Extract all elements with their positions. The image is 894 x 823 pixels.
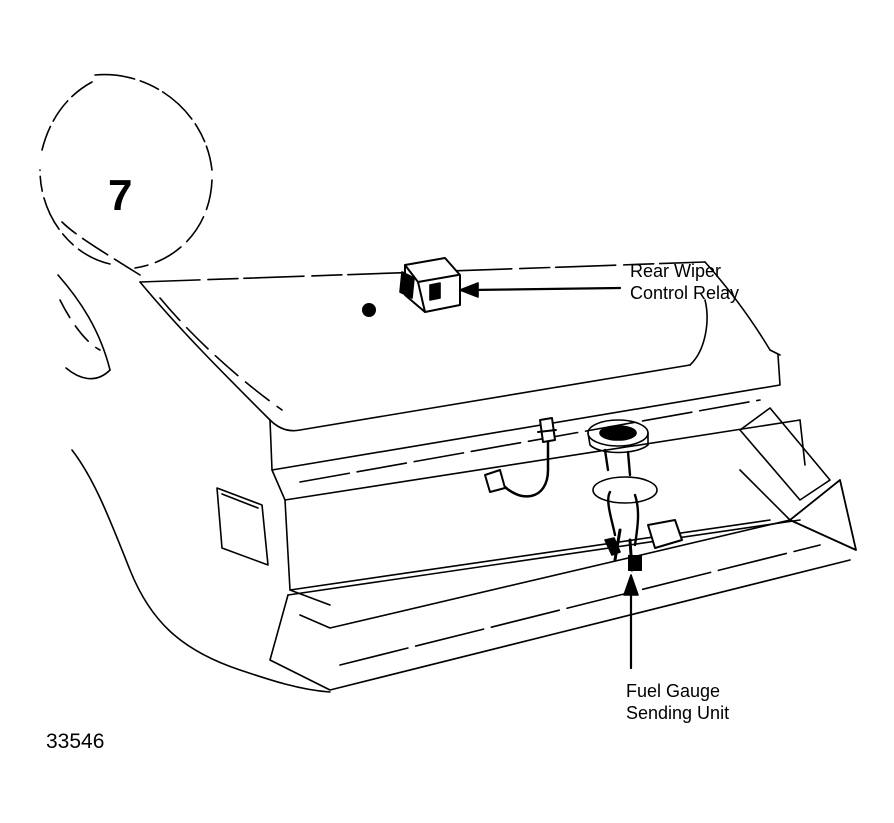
tail-panel [269,349,806,606]
fuel-callout-line1: Fuel Gauge [626,681,721,701]
side-marker-lamp [216,487,269,566]
rear-wiper-control-relay [399,257,461,313]
relay-callout-arrow [459,282,622,298]
taillamp-lens [739,407,831,501]
relay-callout-line2: Control Relay [630,283,740,303]
figure-id: 33546 [46,730,105,753]
wire-harness-connector [484,417,557,498]
fuel-callout-line2: Sending Unit [626,703,730,723]
car-body-outline [57,221,331,693]
relay-callout-label: Rear Wiper Control Relay [630,260,739,304]
fuel-callout-arrow [623,574,639,670]
rear-bumper [269,519,851,691]
fuel-gauge-sending-unit [587,419,683,572]
hatch-grommet [362,303,376,317]
figure-badge: 7 [39,73,213,269]
relay-callout-line1: Rear Wiper [630,261,722,281]
figure-badge-number: 7 [108,171,132,220]
direction-arrow [739,469,857,551]
fuel-callout-label: Fuel Gauge Sending Unit [626,680,729,724]
